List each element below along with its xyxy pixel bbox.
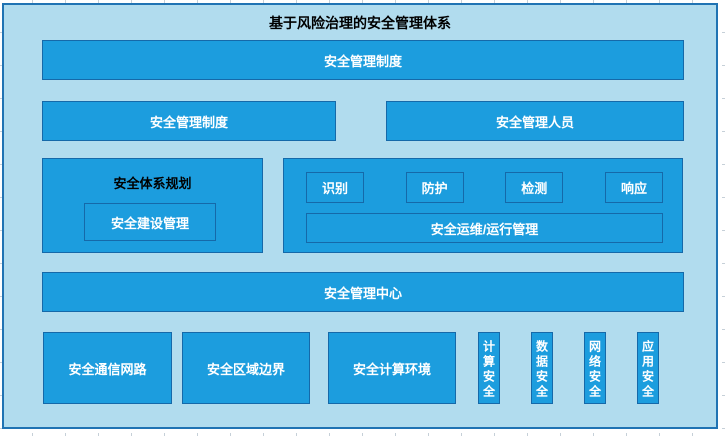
security-policy-top-bar: 安全管理制度 [42, 40, 684, 80]
construction-management-box: 安全建设管理 [84, 203, 216, 241]
step-identify-box: 识别 [306, 172, 364, 203]
computing-security-box: 计算安全 [478, 332, 500, 404]
step-detect-box: 检测 [505, 172, 564, 203]
comm-network-box: 安全通信网路 [43, 332, 172, 404]
data-security-box: 数据安全 [531, 332, 553, 404]
step-protect-box: 防护 [405, 172, 464, 203]
operations-container: 识别 防护 检测 响应 安全运维/运行管理 [283, 158, 683, 253]
management-center-bar: 安全管理中心 [42, 272, 684, 312]
network-security-box: 网络安全 [584, 332, 606, 404]
operations-steps-row: 识别 防护 检测 响应 [306, 172, 663, 203]
planning-title: 安全体系规划 [113, 176, 192, 191]
area-boundary-box: 安全区域边界 [182, 332, 310, 404]
diagram-frame: 基于风险治理的安全管理体系 安全管理制度 安全管理制度 安全管理人员 安全体系规… [2, 3, 718, 429]
operations-bar: 安全运维/运行管理 [306, 213, 663, 243]
application-security-box: 应用安全 [637, 332, 659, 404]
diagram-title: 基于风险治理的安全管理体系 [269, 15, 451, 31]
computing-env-box: 安全计算环境 [328, 332, 456, 404]
security-personnel-box: 安全管理人员 [386, 101, 684, 141]
step-respond-box: 响应 [604, 172, 663, 203]
grid-ticks-bottom [0, 433, 725, 436]
grid-ticks-right [722, 0, 725, 436]
planning-container: 安全体系规划 安全建设管理 [42, 158, 263, 253]
security-policy-box: 安全管理制度 [42, 101, 336, 141]
grid-ticks-top [0, 0, 725, 3]
grid-ticks-left [0, 0, 3, 436]
